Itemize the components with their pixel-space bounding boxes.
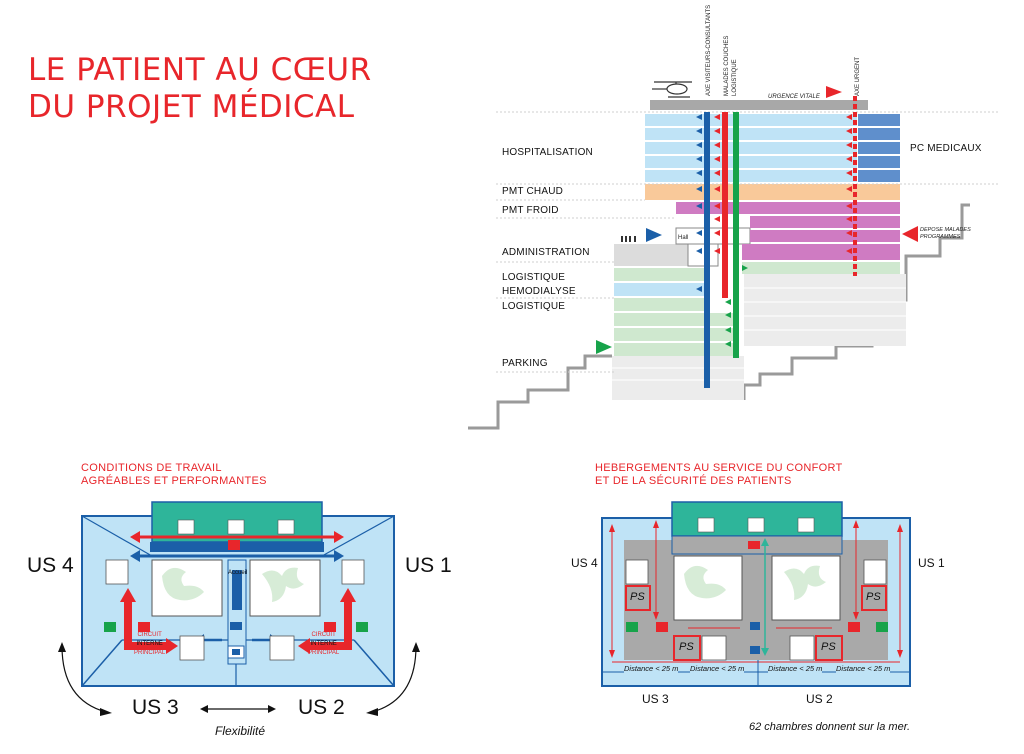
title-line-1: LE PATIENT AU CŒUR — [28, 52, 372, 88]
ps-label-right: PS — [866, 591, 881, 603]
left-us1-label: US 1 — [405, 554, 452, 577]
hemodialyse-level — [614, 283, 706, 296]
level-label-logistique-1: LOGISTIQUE — [502, 272, 566, 283]
circuit-left-line-3: PRINCIPAL — [134, 650, 166, 656]
left-us2-label: US 2 — [298, 696, 345, 719]
pmt-froid-level — [676, 202, 900, 214]
left-floor-plan — [58, 501, 420, 716]
axe-malades-label-2: LOGISTIQUE — [732, 59, 738, 96]
helicopter-icon — [652, 81, 692, 98]
terrain-left-outline — [468, 354, 612, 430]
ps-box-bottom-left — [673, 635, 701, 661]
left-us3-label: US 3 — [132, 696, 179, 719]
left-subtitle-line-2: AGRÉABLES ET PERFORMANTES — [81, 475, 267, 487]
circuit-left-line-1: CIRCUIT — [137, 632, 162, 638]
axe-visiteurs-label: AXE VISITEURS-CONSULTANTS — [706, 5, 712, 96]
ps-label-bottom-right: PS — [821, 641, 836, 653]
axe-visiteurs-shaft — [704, 112, 710, 388]
page-title: LE PATIENT AU CŒUR DU PROJET MÉDICAL — [28, 52, 372, 126]
pc-medicaux-label: PC MEDICAUX — [910, 143, 982, 154]
circuit-right-line-3: PRINCIPAL — [308, 650, 340, 656]
ps-box-left — [625, 585, 651, 611]
title-line-2: DU PROJET MÉDICAL — [28, 89, 355, 125]
logistique-level-2 — [614, 298, 706, 311]
circuit-label-right: CIRCUIT INTERNE PRINCIPAL — [308, 631, 339, 658]
axe-urgent-label: AXE URGENT — [855, 57, 861, 96]
right-us2-label: US 2 — [806, 692, 833, 706]
ps-label-bottom-left: PS — [679, 641, 694, 653]
distance-label-2: Distance < 25 m — [690, 664, 745, 673]
circuit-label-left: CIRCUIT INTERNE PRINCIPAL — [134, 631, 165, 658]
axe-logistique-shaft — [733, 112, 739, 358]
parking-entrance-arrow — [596, 340, 612, 354]
visiteurs-entrance-arrow — [646, 228, 662, 242]
pmt-chaud-level — [645, 184, 900, 200]
circuit-right-line-2: INTERNE — [310, 641, 337, 647]
distance-label-4: Distance < 25 m — [836, 664, 891, 673]
ps-box-right — [861, 585, 887, 611]
right-plan-subtitle: HEBERGEMENTS AU SERVICE DU CONFORT ET DE… — [595, 462, 843, 488]
building-section-diagram: Hall — [468, 5, 1000, 430]
level-label-administration: ADMINISTRATION — [502, 247, 590, 258]
depose-malades-arrow — [902, 226, 918, 242]
left-us4-label: US 4 — [27, 554, 74, 577]
level-label-hemodialyse: HEMODIALYSE — [502, 286, 576, 297]
distance-label-1: Distance < 25 m — [624, 664, 679, 673]
level-label-pmt-chaud: PMT CHAUD — [502, 186, 564, 197]
left-plan-subtitle: CONDITIONS DE TRAVAIL AGRÉABLES ET PERFO… — [81, 462, 267, 488]
level-label-hospitalisation: HOSPITALISATION — [502, 147, 593, 158]
roof-slab — [650, 100, 868, 110]
flexibilite-label: Flexibilité — [215, 724, 266, 738]
right-us3-label: US 3 — [642, 692, 669, 706]
ps-box-bottom-right — [815, 635, 843, 661]
level-label-parking: PARKING — [502, 358, 548, 369]
right-us4-label: US 4 — [571, 556, 598, 570]
circuit-left-line-2: INTERNE — [136, 641, 163, 647]
ps-label-left: PS — [630, 591, 645, 603]
right-subtitle-line-2: ET DE LA SÉCURITÉ DES PATIENTS — [595, 475, 792, 487]
depose-malades-label-1: DEPOSE MALADES — [920, 227, 971, 233]
lower-levels-gray — [744, 274, 906, 346]
right-floor-plan — [601, 501, 911, 687]
logistique-right — [742, 262, 900, 274]
right-us1-label: US 1 — [918, 556, 945, 570]
level-label-pmt-froid: PMT FROID — [502, 205, 559, 216]
accueil-label: Accueil — [228, 570, 248, 576]
urgence-vitale-arrow — [826, 86, 842, 98]
axe-malades-label-1: MALADES COUCHES — [724, 36, 730, 96]
pc-medicaux-floors — [858, 114, 900, 182]
depose-malades-label-2: PROGRAMMES — [920, 234, 961, 240]
parking-level — [612, 356, 744, 400]
pmt-froid-lower — [742, 244, 900, 260]
chambres-caption: 62 chambres donnent sur la mer. — [749, 721, 911, 733]
level-label-logistique-2: LOGISTIQUE — [502, 301, 566, 312]
administration-level — [614, 244, 704, 266]
distance-label-3: Distance < 25 m — [768, 664, 823, 673]
urgence-vitale-label: URGENCE VITALE — [768, 94, 821, 100]
visitors-icon — [621, 236, 636, 242]
axe-malades-shaft — [722, 112, 728, 298]
circuit-right-line-1: CIRCUIT — [311, 632, 336, 638]
hospitalisation-floors — [645, 114, 857, 182]
logistique-level-1 — [614, 268, 706, 281]
hall-label: Hall — [678, 235, 688, 241]
left-subtitle-line-1: CONDITIONS DE TRAVAIL — [81, 462, 222, 474]
right-subtitle-line-1: HEBERGEMENTS AU SERVICE DU CONFORT — [595, 462, 843, 474]
